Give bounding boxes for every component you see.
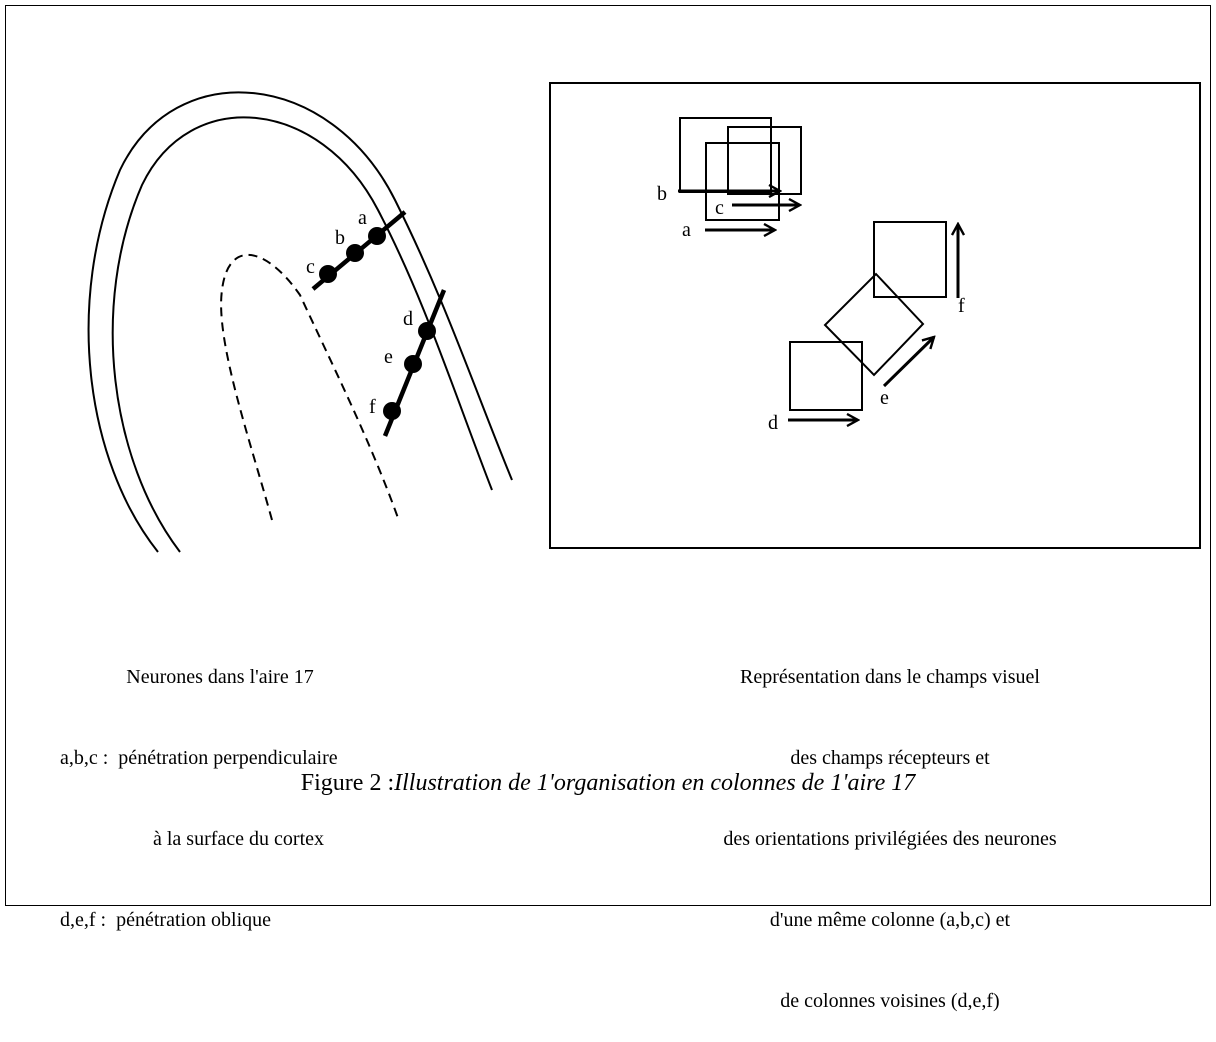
field-label-d: d <box>768 412 778 434</box>
neuron-dot-b <box>346 244 364 262</box>
right-caption-line-1: Représentation dans le champs visuel <box>740 666 1040 688</box>
neuron-label-f: f <box>369 396 376 418</box>
right-caption-line-2: des champs récepteurs et <box>790 747 990 769</box>
field-label-f: f <box>958 295 965 317</box>
receptive-field-d <box>789 341 863 411</box>
field-label-c: c <box>715 197 724 219</box>
orientation-arrows-def <box>788 224 958 420</box>
left-caption-abc: a,b,c : pénétration perpendiculaire <box>60 747 338 769</box>
left-caption-title: Neurones dans l'aire 17 <box>126 666 314 688</box>
right-caption: Représentation dans le champs visuel des… <box>620 610 1160 1042</box>
visual-field-box <box>549 82 1201 549</box>
neuron-dot-e <box>404 355 422 373</box>
right-caption-line-5: de colonnes voisines (d,e,f) <box>780 990 1000 1012</box>
neuron-label-b: b <box>335 227 345 249</box>
neuron-dot-c <box>319 265 337 283</box>
field-label-e: e <box>880 387 889 409</box>
penetration-oblique <box>382 289 447 437</box>
neuron-label-e: e <box>384 346 393 368</box>
right-caption-line-3: des orientations privilégiées des neuron… <box>723 828 1057 850</box>
left-caption-def: d,e,f : pénétration oblique <box>60 909 272 931</box>
receptive-fields-columns-def <box>789 221 947 411</box>
white-matter-boundary <box>220 253 399 521</box>
figure-title: Figure 2 :Illustration de 1'organisation… <box>0 770 1216 797</box>
neuron-label-d: d <box>403 308 413 330</box>
cortex-outer-surface <box>87 91 513 553</box>
neuron-label-c: c <box>306 256 315 278</box>
right-caption-line-4: d'une même colonne (a,b,c) et <box>769 909 1011 931</box>
neuron-label-a: a <box>358 207 367 229</box>
neuron-dot-a <box>368 227 386 245</box>
receptive-field-b <box>679 117 772 193</box>
figure-title-text: Illustration de 1'organisation en colonn… <box>394 770 916 796</box>
receptive-field-c <box>727 126 802 195</box>
neuron-dot-d <box>418 322 436 340</box>
receptive-field-a <box>705 142 780 221</box>
receptive-field-e <box>823 272 925 377</box>
receptive-field-f <box>873 221 947 298</box>
penetration-perpendicular <box>311 210 407 291</box>
left-caption-abc-cont: à la surface du cortex <box>153 828 325 850</box>
figure-frame <box>5 5 1211 906</box>
orientation-arrows-abc <box>678 191 800 230</box>
figure-title-prefix: Figure 2 : <box>300 770 395 796</box>
field-label-b: b <box>657 183 667 205</box>
field-label-a: a <box>682 219 691 241</box>
neuron-dot-f <box>383 402 401 420</box>
figure-diagram: a b c d e f b c a d e f <box>87 82 1201 553</box>
cortex-fold <box>87 91 513 553</box>
orientation-arrow-e <box>882 337 934 388</box>
